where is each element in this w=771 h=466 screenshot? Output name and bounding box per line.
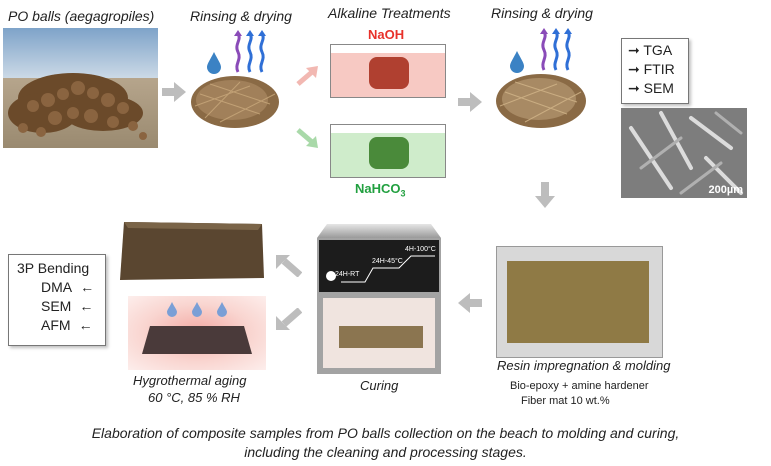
heat-arrows-icon	[232, 30, 274, 79]
analysis-item: ➞ FTIR	[628, 61, 675, 77]
hygro-label: Hygrothermal aging	[133, 373, 247, 388]
arrow-to-naoh	[296, 66, 318, 86]
po-balls-photo	[3, 28, 158, 148]
alkaline-label: Alkaline Treatments	[328, 5, 451, 21]
naoh-label: NaOH	[368, 27, 405, 42]
rinsing-1-label: Rinsing & drying	[190, 8, 292, 24]
oven-step-3: 4H-100°C	[405, 246, 436, 253]
resin-line-2: Fiber mat 10 wt.%	[521, 395, 610, 407]
oven-step-2: 24H-45°C	[372, 258, 403, 265]
sem-micrograph: 200µm	[621, 108, 747, 198]
resin-label: Resin impregnation & molding	[497, 358, 671, 373]
flow-arrow-4	[276, 255, 302, 277]
test-item: SEM←	[41, 298, 94, 314]
test-item: DMA←	[41, 279, 95, 295]
naoh-fiber-sample	[369, 57, 409, 89]
heat-arrows-icon-2	[538, 28, 580, 77]
tests-list-box: 3P Bending DMA← SEM← AFM←	[8, 254, 106, 346]
caption-line-2: including the cleaning and processing st…	[244, 444, 527, 460]
analysis-item: ➞ TGA	[628, 42, 673, 58]
nahco3-fiber-sample	[369, 137, 409, 169]
rinsing-2-label: Rinsing & drying	[491, 5, 593, 21]
water-drop-icon	[205, 50, 223, 79]
resin-mold-photo	[496, 246, 663, 358]
naoh-bath	[330, 44, 446, 98]
caption-line-1: Elaboration of composite samples from PO…	[91, 425, 680, 441]
test-item: 3P Bending	[17, 260, 90, 276]
figure-caption: Elaboration of composite samples from PO…	[0, 424, 771, 462]
po-balls-label: PO balls (aegagropiles)	[8, 8, 155, 24]
hygro-conditions: 60 °C, 85 % RH	[148, 390, 240, 405]
flow-arrow-down	[535, 182, 555, 208]
flow-arrow-1	[162, 82, 186, 102]
arrow-to-nahco3	[296, 128, 318, 148]
oven: 24H-RT 24H-45°C 4H-100°C	[317, 224, 441, 374]
nahco3-bath	[330, 124, 446, 178]
fibers-photo-1	[190, 74, 280, 130]
analysis-list-box: ➞ TGA ➞ FTIR ➞ SEM	[621, 38, 689, 104]
test-item: AFM←	[41, 317, 93, 333]
cured-plate-photo	[118, 218, 266, 286]
oven-step-1: 24H-RT	[335, 271, 360, 278]
flow-arrow-5	[276, 308, 302, 330]
water-drop-icon-2	[508, 49, 526, 78]
flow-arrow-3	[458, 293, 482, 313]
resin-fiber-mat	[507, 261, 649, 343]
hygrothermal-chamber	[128, 296, 266, 370]
curing-label: Curing	[360, 378, 399, 393]
fibers-photo-2	[495, 72, 587, 130]
nahco3-label: NaHCO3	[355, 181, 406, 199]
sem-scale-bar: 200µm	[708, 184, 743, 196]
flow-arrow-2	[458, 92, 482, 112]
resin-line-1: Bio-epoxy + amine hardener	[510, 380, 649, 392]
analysis-item: ➞ SEM	[628, 80, 674, 96]
